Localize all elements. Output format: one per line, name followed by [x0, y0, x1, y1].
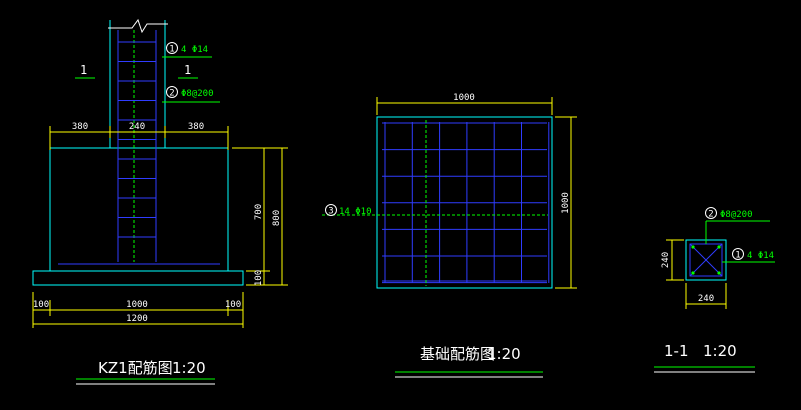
section-mark-right: 1	[184, 63, 191, 77]
section-cross-2	[689, 243, 723, 277]
top-dim-ticks	[49, 126, 229, 150]
foundation-body	[49, 147, 229, 272]
dim-380-right: 380	[188, 122, 204, 132]
bar2-spec: Φ8@200	[181, 89, 214, 99]
section-bar2-spec: Φ8@200	[720, 210, 753, 220]
bar1-circle	[166, 42, 178, 54]
bar3-circle	[325, 204, 337, 216]
dim-800: 800	[272, 210, 282, 226]
bar1-spec: 4 Φ14	[181, 45, 208, 55]
bottom-dim-ticks	[32, 292, 244, 328]
foundation-plan-outline	[376, 116, 553, 289]
section-scale: 1:20	[703, 342, 737, 360]
dim-1000: 1000	[126, 300, 148, 310]
foundation-title: 基础配筋图	[420, 345, 495, 363]
foundation-plan: 1000 1000 3 14 Φ10 基础配筋图 1:20	[322, 93, 577, 378]
column-stirrups	[118, 41, 156, 238]
section-bar1-circle	[732, 248, 744, 260]
section-bar1-spec: 4 Φ14	[747, 251, 774, 261]
bar2-number: 2	[169, 89, 174, 99]
plan-dim-right: 1000	[561, 192, 571, 214]
dim-100-left: 100	[33, 300, 49, 310]
plan-dim-top: 1000	[453, 93, 475, 103]
bar2-circle	[166, 86, 178, 98]
bar3-spec: 14 Φ10	[339, 207, 372, 217]
section-dim-bottom: 240	[698, 294, 714, 304]
foundation-scale: 1:20	[487, 345, 521, 363]
kz1-elevation: 1 1 1 4 Φ14 2 Φ8@200 380 240 380 700 800…	[32, 18, 288, 385]
section-bar2-circle	[705, 207, 717, 219]
bar3-number: 3	[328, 207, 333, 217]
section-bar2-number: 2	[708, 210, 713, 220]
dim-240-column: 240	[129, 122, 145, 132]
dim-100-right: 100	[225, 300, 241, 310]
section-corner-bars	[691, 245, 721, 275]
kz1-scale: 1:20	[172, 359, 206, 377]
section-mark-left: 1	[80, 63, 87, 77]
foundation-base	[32, 270, 244, 286]
column-break-symbol	[108, 18, 168, 34]
section-bar1-number: 1	[735, 251, 740, 261]
kz1-title: KZ1配筋图	[98, 359, 173, 377]
section-dim-side: 240	[661, 252, 671, 268]
dim-1200: 1200	[126, 314, 148, 324]
dim-380-left: 380	[72, 122, 88, 132]
dim-100-vertical: 100	[254, 270, 264, 286]
bar1-number: 1	[169, 45, 174, 55]
section-1-1: 2 Φ8@200 1 4 Φ14 240 240 1-1 1:20	[654, 207, 775, 373]
section-title: 1-1	[664, 342, 689, 360]
foundation-rebar-grid	[382, 122, 550, 284]
vdim-ticks	[232, 147, 288, 286]
dim-700: 700	[254, 204, 264, 220]
